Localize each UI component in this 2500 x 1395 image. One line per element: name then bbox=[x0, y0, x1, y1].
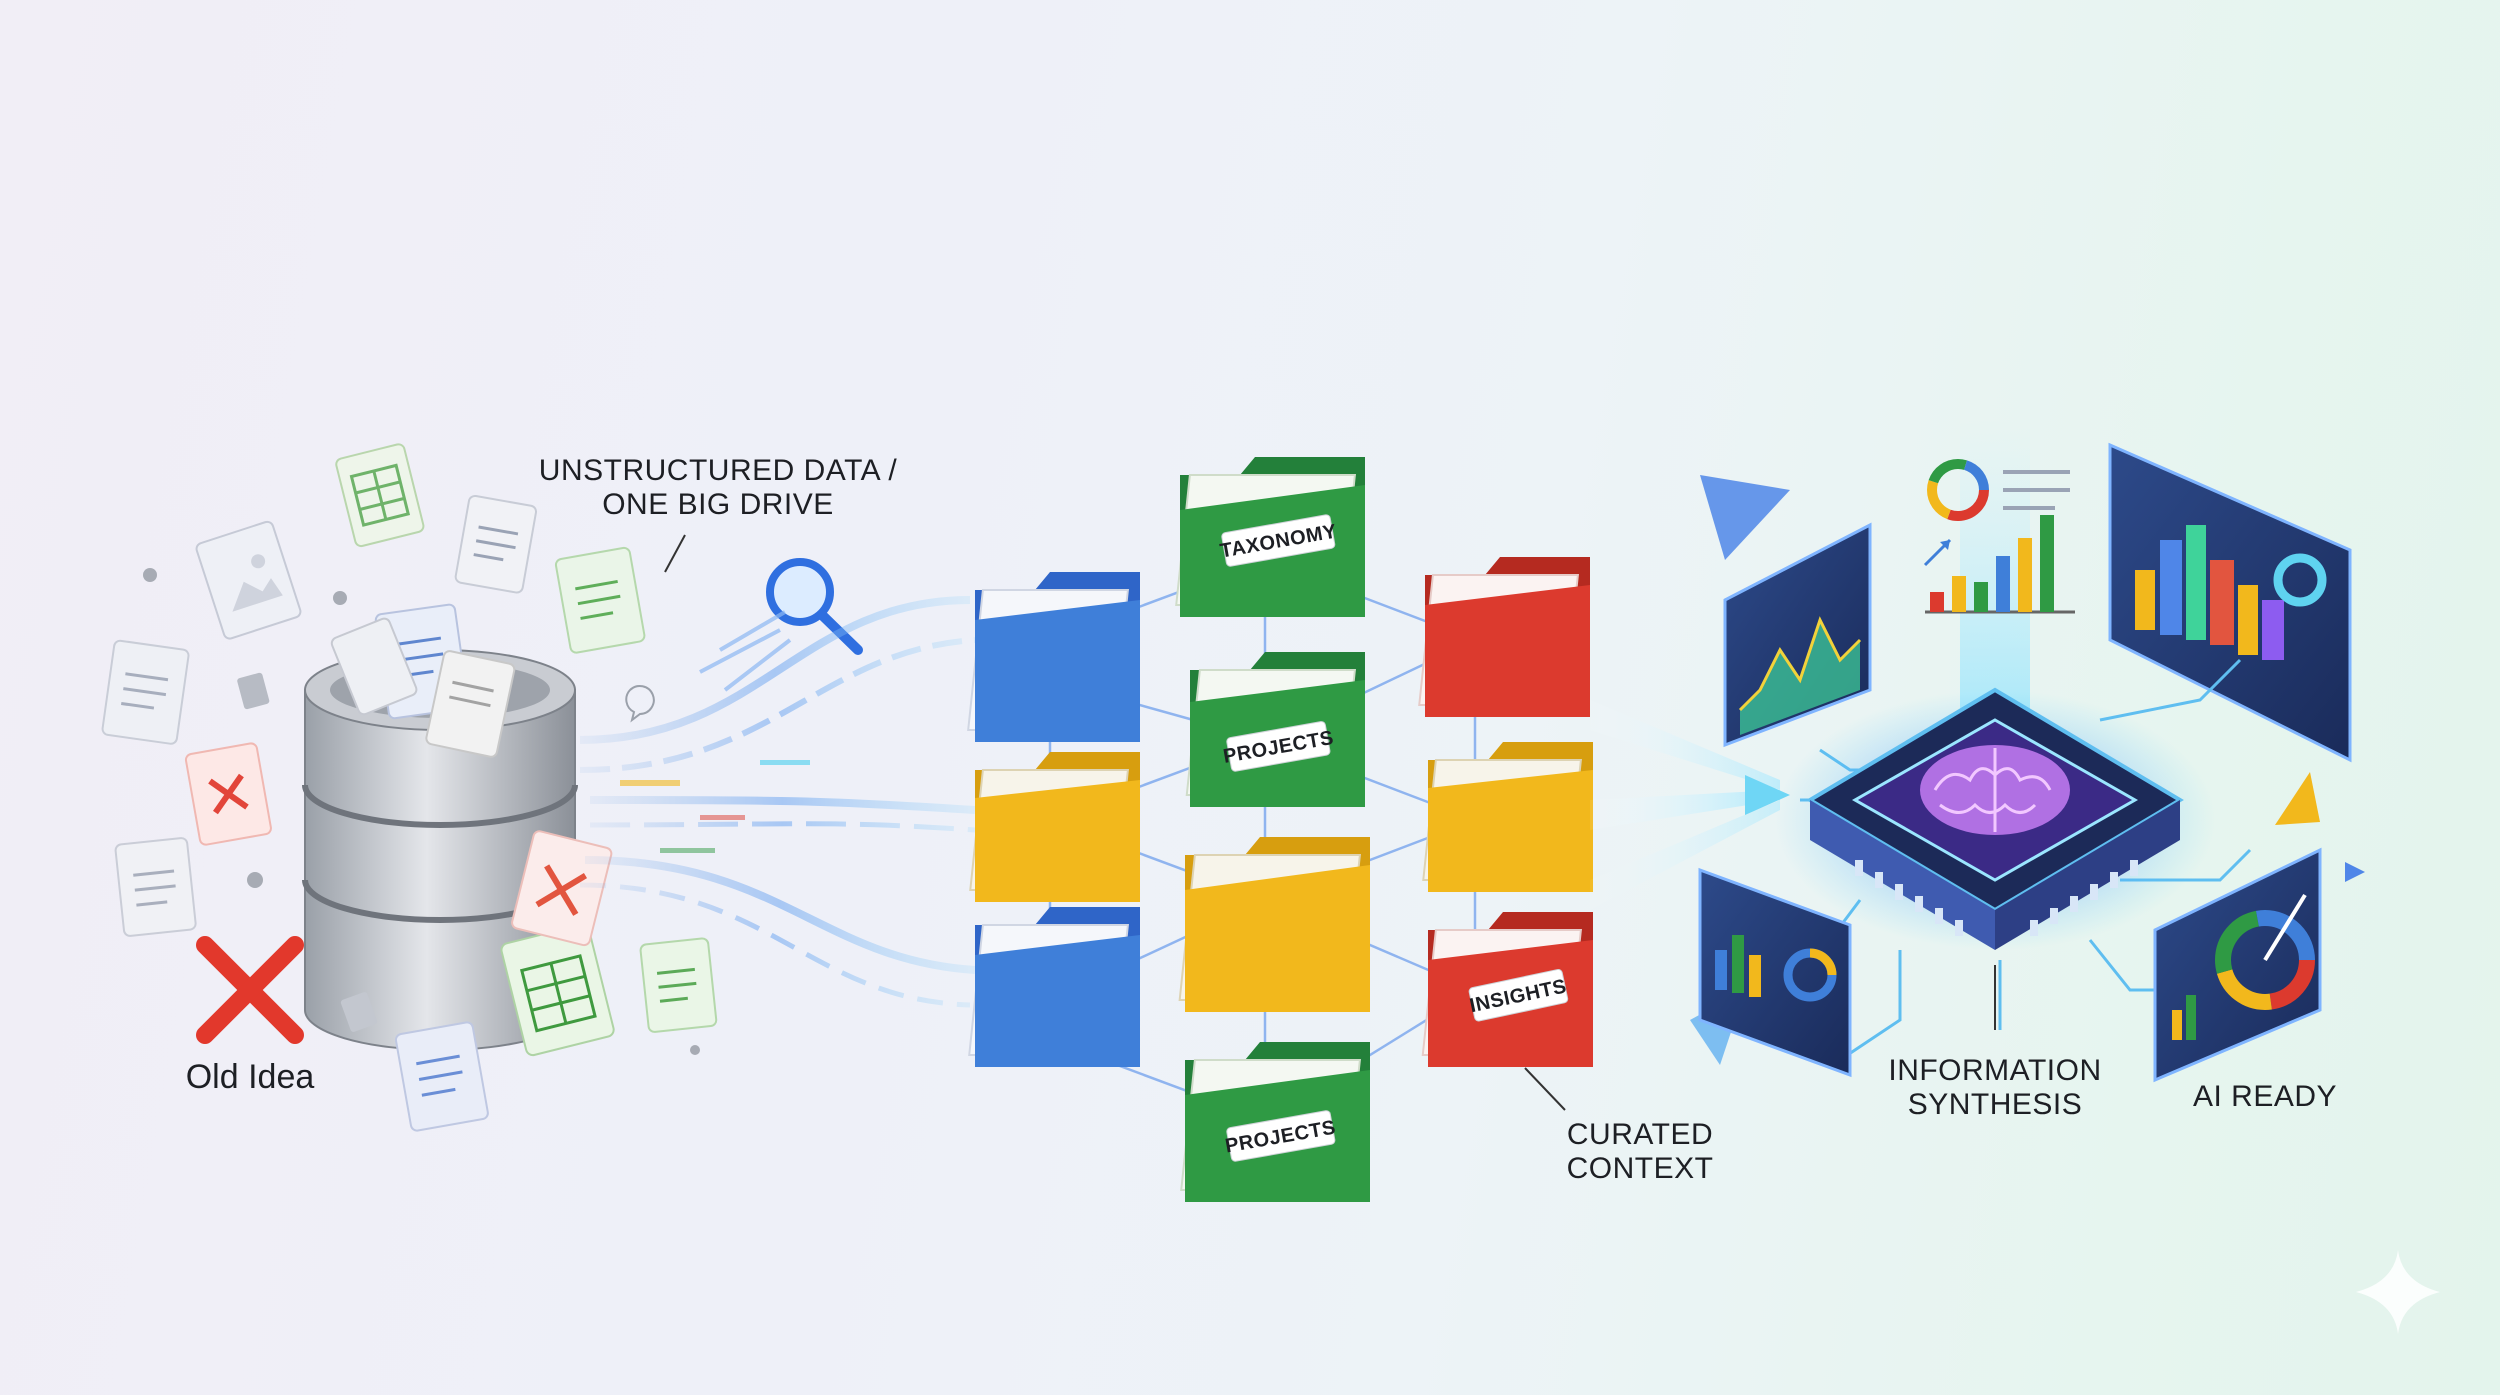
information-synthesis-label-line2: SYNTHESIS bbox=[1908, 1088, 2083, 1121]
document-icon bbox=[394, 1021, 489, 1132]
dashboard-panel-gauge bbox=[2153, 847, 2322, 1083]
sparkle-icon bbox=[2356, 1250, 2440, 1334]
document-icon bbox=[101, 639, 190, 745]
spreadsheet-icon bbox=[500, 923, 615, 1057]
unstructured-data-group: Old Idea UNSTRUCTURED DATA / ONE BIG DRI… bbox=[101, 443, 898, 1132]
folder-icon bbox=[1422, 742, 1593, 892]
document-icon bbox=[114, 837, 197, 937]
document-icon bbox=[335, 443, 425, 548]
ai-chip-icon bbox=[1760, 658, 2252, 1062]
document-icon bbox=[639, 937, 718, 1033]
folder-insights: INSIGHTS bbox=[1421, 912, 1593, 1067]
document-icon bbox=[184, 742, 272, 846]
curated-context-label-line1: CURATED bbox=[1567, 1118, 1713, 1151]
red-x-icon bbox=[196, 936, 304, 1044]
data-streams bbox=[579, 596, 976, 1008]
label-pointer-line bbox=[664, 534, 686, 573]
folder-projects-bottom: PROJECTS bbox=[1180, 1042, 1370, 1202]
document-icon bbox=[195, 520, 302, 640]
folder-network: TAXONOMY PROJECTS PROJECTS bbox=[967, 457, 1714, 1202]
brain-icon bbox=[1920, 745, 2070, 835]
decorative-triangle bbox=[1700, 475, 1790, 560]
dashboard-panel-city bbox=[2108, 442, 2352, 763]
ai-synthesis-group: INFORMATION SYNTHESIS AI READY bbox=[1690, 442, 2365, 1121]
information-synthesis-label-line1: INFORMATION bbox=[1888, 1054, 2101, 1087]
folder-projects-top: PROJECTS bbox=[1185, 652, 1365, 807]
old-idea-label: Old Idea bbox=[186, 1058, 315, 1096]
dashboard-panel-area bbox=[1723, 522, 1872, 748]
curated-context-label-line2: CONTEXT bbox=[1567, 1152, 1714, 1185]
ai-ready-label: AI READY bbox=[2193, 1080, 2337, 1113]
dashboard-panel-bars bbox=[1698, 867, 1852, 1078]
decorative-triangle bbox=[2345, 862, 2365, 882]
floating-chart bbox=[1923, 459, 2075, 614]
unstructured-data-label-line2: ONE BIG DRIVE bbox=[602, 488, 834, 521]
document-icon bbox=[554, 546, 646, 654]
folder-icon bbox=[969, 752, 1140, 902]
decorative-triangle bbox=[2275, 772, 2320, 825]
folder-icon bbox=[968, 907, 1140, 1067]
folder-icon bbox=[967, 572, 1140, 742]
folder-taxonomy: TAXONOMY bbox=[1175, 457, 1365, 617]
folder-icon bbox=[1178, 837, 1370, 1012]
unstructured-data-label-line1: UNSTRUCTURED DATA / bbox=[539, 454, 898, 487]
folder-icon bbox=[1418, 557, 1590, 717]
label-pointer-line bbox=[1524, 1067, 1566, 1111]
document-icon bbox=[454, 494, 538, 594]
